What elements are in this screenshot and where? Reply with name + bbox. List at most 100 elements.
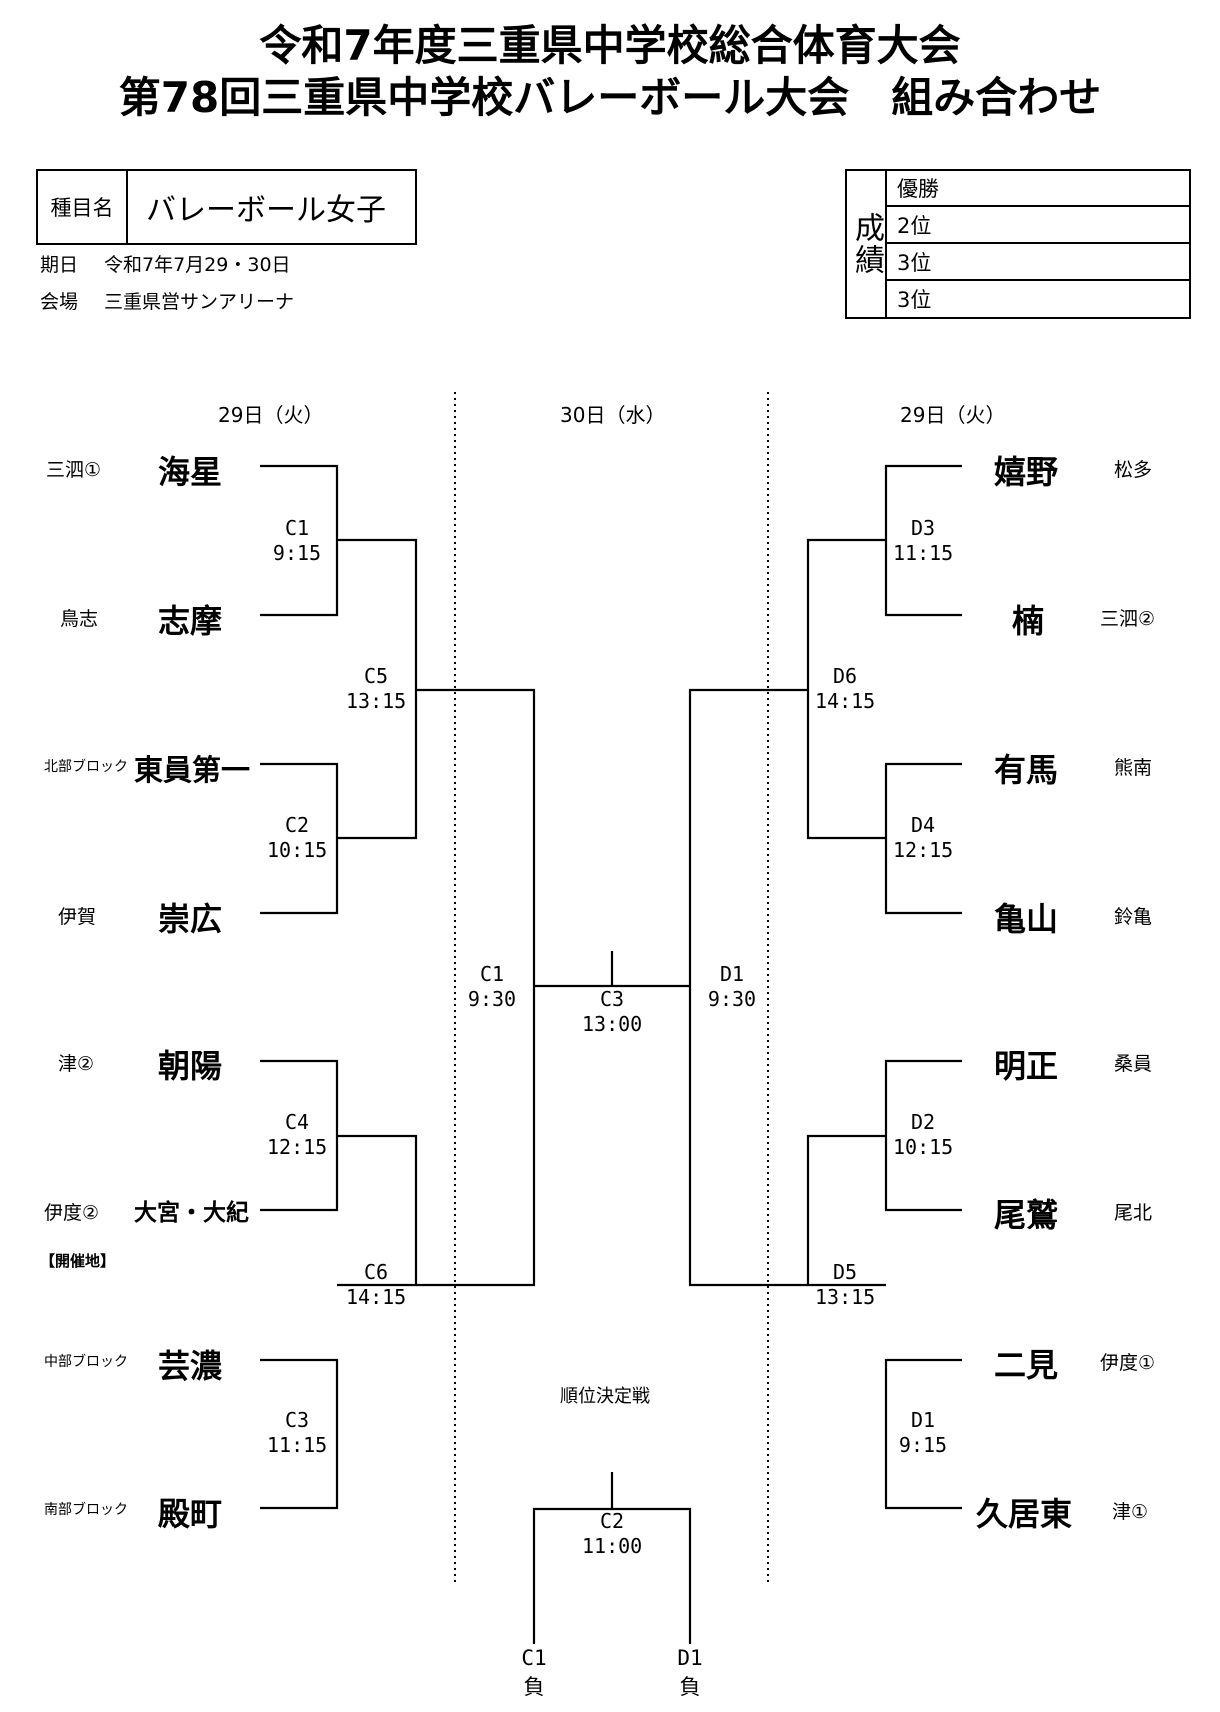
match-d1-id: D1: [910, 1408, 936, 1432]
category-label: 種目名: [38, 171, 128, 243]
match-d4-id: D4: [910, 813, 936, 837]
team-right-8-region: 津①: [1112, 1501, 1149, 1523]
team-right-5-name: 明正: [994, 1047, 1059, 1085]
bracket-semi-d: [688, 688, 808, 1287]
match-third-time: 11:00: [582, 1534, 643, 1558]
team-left-5-region: 津②: [58, 1053, 95, 1075]
match-c1-time: 9:15: [272, 541, 322, 565]
match-d5-time: 13:15: [815, 1285, 876, 1309]
day-header-left: 29日（火）: [218, 403, 324, 427]
day-header-right: 29日（火）: [900, 403, 1006, 427]
team-right-6-region: 尾北: [1114, 1202, 1153, 1224]
results-label: 成績: [847, 171, 887, 317]
team-left-7-region: 中部ブロック: [44, 1354, 128, 1370]
result-row-3: 3位: [887, 244, 1189, 281]
team-right-5-region: 桑員: [1114, 1053, 1153, 1075]
match-c2-id: C2: [284, 813, 310, 837]
match-semi-c-time: 9:30: [467, 987, 517, 1011]
match-d3-time: 11:15: [893, 541, 954, 565]
match-d5-id: D5: [832, 1260, 858, 1284]
match-d3-id: D3: [910, 516, 936, 540]
result-row-2: 2位: [887, 207, 1189, 244]
bracket-d1: [884, 1358, 962, 1510]
result-row-4: 3位: [897, 288, 932, 312]
venue-label: 会場: [40, 291, 79, 313]
match-c4-id: C4: [284, 1110, 310, 1134]
category-box: 種目名 バレーボール女子: [36, 169, 417, 245]
date-value: 令和7年7月29・30日: [104, 254, 291, 276]
team-left-2-region: 鳥志: [60, 608, 99, 630]
team-right-2-region: 三泗②: [1100, 608, 1156, 630]
team-left-3-name: 東員第一: [134, 753, 251, 787]
match-d6-id: D6: [832, 664, 858, 688]
match-semi-d-id: D1: [719, 962, 745, 986]
loser-right: D1 負: [660, 1644, 720, 1702]
team-left-5-name: 朝陽: [158, 1047, 223, 1085]
team-right-4-name: 亀山: [994, 900, 1059, 938]
match-c3-time: 11:15: [267, 1433, 328, 1457]
team-right-8-name: 久居東: [976, 1495, 1073, 1533]
team-right-3-region: 熊南: [1114, 757, 1153, 779]
match-c4-time: 12:15: [267, 1135, 328, 1159]
team-left-4-region: 伊賀: [58, 906, 97, 928]
team-right-6-name: 尾鷲: [994, 1196, 1059, 1234]
results-box: 成績 優勝 2位 3位 3位: [845, 169, 1191, 319]
match-c3-id: C3: [284, 1408, 310, 1432]
team-right-2-name: 楠: [1012, 602, 1045, 640]
team-left-1-name: 海星: [158, 453, 223, 491]
bracket-semi-c: [416, 688, 536, 1287]
match-semi-c-id: C1: [479, 962, 505, 986]
results-rows: 優勝 2位 3位 3位: [887, 171, 1189, 317]
loser-right-result: 負: [679, 1675, 701, 1699]
match-d2-time: 10:15: [893, 1135, 954, 1159]
team-left-2-name: 志摩: [158, 602, 223, 640]
team-right-1-name: 嬉野: [994, 453, 1059, 491]
team-left-4-name: 崇広: [158, 900, 223, 938]
date-label: 期日: [40, 254, 79, 276]
team-left-8-name: 殿町: [158, 1495, 223, 1533]
match-d6-time: 14:15: [815, 689, 876, 713]
match-d1-time: 9:15: [898, 1433, 948, 1457]
loser-left-id: C1: [521, 1646, 547, 1670]
team-left-8-region: 南部ブロック: [44, 1502, 128, 1518]
match-c6-time: 14:15: [346, 1285, 407, 1309]
team-left-3-region: 北部ブロック: [44, 759, 128, 775]
bracket-d5: [806, 1134, 886, 1287]
team-left-6-region: 伊度②: [44, 1202, 100, 1224]
match-c5-time: 13:15: [346, 689, 407, 713]
team-right-3-name: 有馬: [994, 751, 1059, 789]
day-header-center: 30日（水）: [560, 403, 666, 427]
match-final-time: 13:00: [582, 1012, 643, 1036]
match-d4-time: 12:15: [893, 838, 954, 862]
match-c6-id: C6: [363, 1260, 389, 1284]
team-right-7-region: 伊度①: [1100, 1352, 1156, 1374]
loser-left: C1 負: [504, 1644, 564, 1702]
match-c5-id: C5: [363, 664, 389, 688]
match-c1-id: C1: [284, 516, 310, 540]
loser-right-id: D1: [677, 1646, 703, 1670]
team-right-1-region: 松多: [1114, 459, 1153, 481]
match-d2-id: D2: [910, 1110, 936, 1134]
match-semi-d-time: 9:30: [707, 987, 757, 1011]
match-final-id: C3: [599, 987, 625, 1011]
team-right-4-region: 鈴亀: [1114, 906, 1153, 928]
team-left-6-name: 大宮・大紀: [134, 1200, 249, 1226]
match-third-id: C2: [599, 1509, 625, 1533]
loser-left-result: 負: [523, 1675, 545, 1699]
bracket-c3: [260, 1358, 339, 1510]
team-left-7-name: 芸濃: [158, 1347, 223, 1385]
page-title-line2: 第78回三重県中学校バレーボール大会 組み合わせ: [118, 73, 1102, 122]
